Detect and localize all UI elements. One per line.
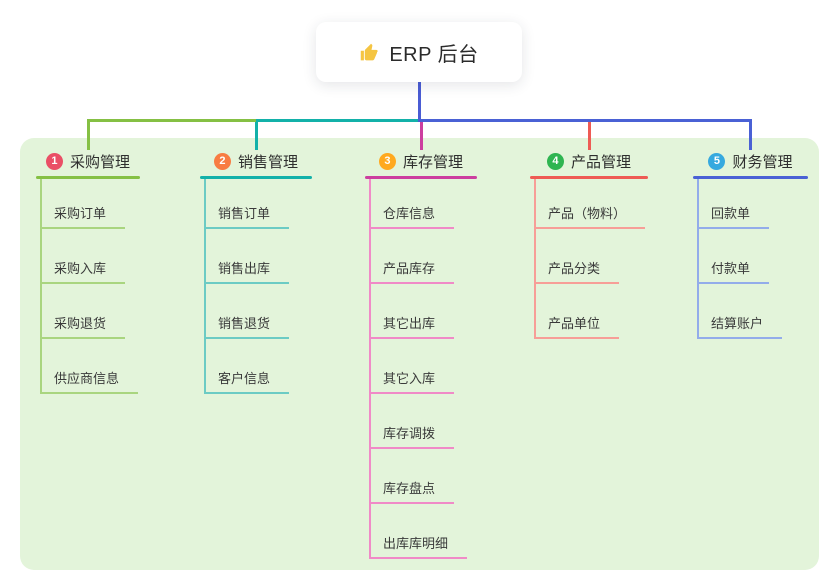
branch-label: 财务管理 (732, 153, 793, 171)
child-node[interactable]: 采购入库 (54, 261, 107, 276)
child-node-underline (204, 337, 289, 339)
child-node-underline (40, 337, 125, 339)
child-node[interactable]: 客户信息 (218, 371, 271, 386)
branch-5-child-spine (697, 178, 699, 339)
child-node[interactable]: 结算账户 (711, 316, 764, 331)
branch-2-drop-line (254, 119, 258, 150)
child-node[interactable]: 销售退货 (218, 316, 271, 331)
child-node[interactable]: 其它出库 (383, 316, 436, 331)
child-node-underline (204, 282, 289, 284)
child-node-underline (204, 392, 289, 394)
child-node-underline (697, 337, 782, 339)
branch-label: 销售管理 (237, 153, 298, 171)
root-connector-line (417, 82, 421, 122)
branch-2-underline (200, 176, 312, 179)
branch-1-child-spine (40, 178, 42, 394)
child-node[interactable]: 出库库明细 (383, 536, 449, 551)
child-node-underline (369, 227, 454, 229)
branch-4-child-spine (534, 178, 536, 339)
branch-number-badge: 4 (546, 152, 564, 170)
branch-3-drop-line (419, 119, 423, 150)
child-node[interactable]: 其它入库 (383, 371, 436, 386)
child-node[interactable]: 销售订单 (218, 206, 271, 221)
branch-5-drop-line (749, 119, 752, 150)
branch-5-underline (693, 176, 808, 179)
child-node[interactable]: 库存盘点 (383, 481, 436, 496)
branch-header-5[interactable]: 5 财务管理 (693, 147, 808, 175)
branch-4-underline (530, 176, 648, 179)
child-node-underline (697, 282, 769, 284)
child-node-underline (369, 282, 454, 284)
branches-panel-background (20, 138, 819, 570)
branch-header-4[interactable]: 4 产品管理 (530, 147, 648, 175)
child-node-underline (369, 447, 454, 449)
child-node-underline (40, 227, 125, 229)
branch-label: 采购管理 (69, 153, 130, 171)
child-node[interactable]: 仓库信息 (383, 206, 436, 221)
branch-header-3[interactable]: 3 库存管理 (365, 147, 477, 175)
bus-segment-green (86, 119, 256, 122)
root-node-label: ERP 后台 (389, 43, 479, 66)
child-node-underline (369, 392, 454, 394)
child-node[interactable]: 供应商信息 (54, 371, 120, 386)
child-node[interactable]: 回款单 (711, 206, 751, 221)
bus-segment-teal (256, 119, 419, 122)
child-node[interactable]: 采购退货 (54, 316, 107, 331)
child-node[interactable]: 销售出库 (218, 261, 271, 276)
child-node[interactable]: 产品库存 (383, 261, 436, 276)
branch-4-drop-line (587, 119, 591, 150)
branch-number-badge: 1 (45, 152, 63, 170)
bus-segment-blue (417, 119, 752, 122)
child-node-underline (534, 282, 619, 284)
child-node[interactable]: 产品单位 (548, 316, 601, 331)
child-node-underline (40, 282, 125, 284)
branch-3-underline (365, 176, 477, 179)
branch-1-drop-line (86, 119, 90, 150)
branch-number-badge: 5 (708, 152, 726, 170)
branch-2-child-spine (204, 178, 206, 394)
thumbs-up-icon (359, 42, 380, 63)
root-node[interactable]: ERP 后台 (316, 22, 522, 82)
child-node[interactable]: 付款单 (711, 261, 751, 276)
child-node[interactable]: 产品分类 (548, 261, 601, 276)
child-node-underline (534, 227, 645, 229)
child-node-underline (369, 557, 467, 559)
branch-header-1[interactable]: 1 采购管理 (36, 147, 140, 175)
branch-label: 产品管理 (570, 153, 631, 171)
child-node-underline (697, 227, 769, 229)
branch-number-badge: 2 (213, 152, 231, 170)
child-node-underline (369, 337, 454, 339)
child-node[interactable]: 采购订单 (54, 206, 107, 221)
child-node[interactable]: 产品（物料） (548, 206, 627, 221)
child-node-underline (534, 337, 619, 339)
child-node-underline (40, 392, 138, 394)
branch-number-badge: 3 (378, 152, 396, 170)
child-node[interactable]: 库存调拨 (383, 426, 436, 441)
branch-3-child-spine (369, 178, 371, 559)
branch-header-2[interactable]: 2 销售管理 (200, 147, 312, 175)
child-node-underline (369, 502, 454, 504)
child-node-underline (204, 227, 289, 229)
branch-1-underline (36, 176, 140, 179)
branch-label: 库存管理 (402, 153, 463, 171)
